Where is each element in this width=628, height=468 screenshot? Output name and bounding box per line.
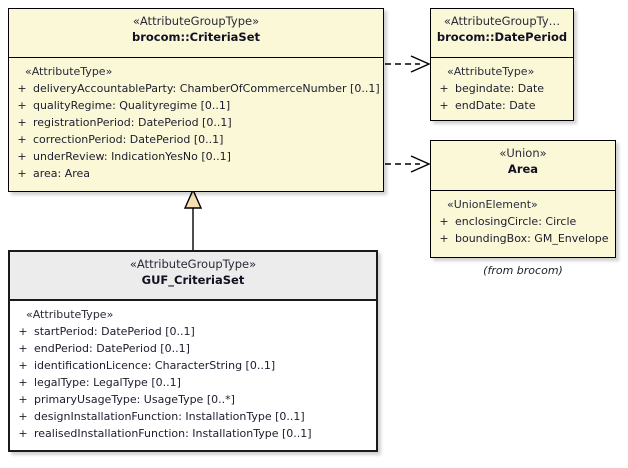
- class-attributes-date-period: «AttributeType» + begindate: Date + endD…: [431, 58, 573, 118]
- attribute-visibility: +: [439, 215, 449, 228]
- class-header-area-union: «Union» Area: [431, 141, 615, 191]
- attribute-signature: deliveryAccountableParty: ChamberOfComme…: [33, 82, 380, 95]
- class-name: brocom::DatePeriod: [436, 30, 568, 44]
- class-box-criteria-set[interactable]: «AttributeGroupType» brocom::CriteriaSet…: [8, 8, 384, 192]
- class-box-area-union[interactable]: «Union» Area «UnionElement» + enclosingC…: [430, 140, 616, 258]
- attribute-signature: registrationPeriod: DatePeriod [0..1]: [33, 116, 232, 129]
- attribute-visibility: +: [18, 393, 28, 406]
- attribute-signature: designInstallationFunction: Installation…: [34, 410, 305, 423]
- class-name: brocom::CriteriaSet: [131, 30, 260, 44]
- attribute-compartment-stereotype: «AttributeType»: [447, 65, 535, 78]
- attribute-signature: underReview: IndicationYesNo [0..1]: [33, 150, 231, 163]
- attribute-signature: correctionPeriod: DatePeriod [0..1]: [33, 133, 224, 146]
- class-attributes-criteria-set: «AttributeType» + deliveryAccountablePar…: [9, 58, 383, 186]
- attribute-visibility: +: [17, 133, 27, 146]
- dependency-criteriaset-to-area[interactable]: [385, 155, 431, 173]
- attribute-row[interactable]: + endDate: Date: [433, 97, 571, 114]
- attribute-row[interactable]: + registrationPeriod: DatePeriod [0..1]: [11, 114, 381, 131]
- class-box-date-period[interactable]: «AttributeGroupTy… brocom::DatePeriod «A…: [430, 8, 574, 121]
- attribute-visibility: +: [17, 82, 27, 95]
- attribute-signature: realisedInstallationFunction: Installati…: [34, 427, 312, 440]
- attribute-visibility: +: [439, 82, 449, 95]
- attribute-row[interactable]: + deliveryAccountableParty: ChamberOfCom…: [11, 80, 381, 97]
- attribute-visibility: +: [17, 116, 27, 129]
- attribute-visibility: +: [17, 150, 27, 163]
- attribute-signature: startPeriod: DatePeriod [0..1]: [34, 325, 195, 338]
- attribute-compartment-stereotype: «UnionElement»: [447, 198, 538, 211]
- class-box-guf-criteria-set[interactable]: «AttributeGroupType» GUF_CriteriaSet «At…: [8, 250, 378, 452]
- attribute-visibility: +: [18, 325, 28, 338]
- class-stereotype: «AttributeGroupTy…: [443, 14, 561, 28]
- attribute-visibility: +: [18, 359, 28, 372]
- attribute-visibility: +: [17, 99, 27, 112]
- attribute-row[interactable]: + underReview: IndicationYesNo [0..1]: [11, 148, 381, 165]
- from-brocom-caption: (from brocom): [483, 264, 563, 277]
- attribute-signature: endPeriod: DatePeriod [0..1]: [34, 342, 190, 355]
- generalization-gufcriteriaset-to-criteriaset[interactable]: [183, 188, 203, 250]
- attribute-signature: primaryUsageType: UsageType [0..*]: [34, 393, 235, 406]
- attribute-signature: boundingBox: GM_Envelope: [455, 232, 609, 245]
- attribute-visibility: +: [439, 99, 449, 112]
- attribute-signature: legalType: LegalType [0..1]: [34, 376, 181, 389]
- attribute-signature: enclosingCircle: Circle: [455, 215, 577, 228]
- attribute-visibility: +: [439, 232, 449, 245]
- attribute-row[interactable]: + endPeriod: DatePeriod [0..1]: [12, 340, 374, 357]
- class-attributes-guf-criteria-set: «AttributeType» + startPeriod: DatePerio…: [10, 301, 376, 446]
- attribute-signature: area: Area: [33, 167, 91, 180]
- class-stereotype: «Union»: [499, 146, 547, 160]
- attribute-row[interactable]: + identificationLicence: CharacterString…: [12, 357, 374, 374]
- attribute-row[interactable]: + designInstallationFunction: Installati…: [12, 408, 374, 425]
- class-stereotype: «AttributeGroupType»: [129, 257, 257, 271]
- attribute-row[interactable]: + enclosingCircle: Circle: [433, 213, 613, 230]
- attribute-row[interactable]: + area: Area: [11, 165, 381, 182]
- attribute-row[interactable]: + correctionPeriod: DatePeriod [0..1]: [11, 131, 381, 148]
- class-attributes-area-union: «UnionElement» + enclosingCircle: Circle…: [431, 191, 615, 251]
- attribute-visibility: +: [18, 410, 28, 423]
- attribute-visibility: +: [18, 376, 28, 389]
- attribute-row[interactable]: + legalType: LegalType [0..1]: [12, 374, 374, 391]
- attribute-visibility: +: [18, 342, 28, 355]
- attribute-compartment-stereotype: «AttributeType»: [25, 65, 113, 78]
- class-stereotype: «AttributeGroupType»: [132, 14, 260, 28]
- attribute-visibility: +: [17, 167, 27, 180]
- attribute-signature: endDate: Date: [455, 99, 536, 112]
- attribute-row[interactable]: + qualityRegime: Qualityregime [0..1]: [11, 97, 381, 114]
- attribute-signature: begindate: Date: [455, 82, 545, 95]
- attribute-row[interactable]: + begindate: Date: [433, 80, 571, 97]
- attribute-row[interactable]: + startPeriod: DatePeriod [0..1]: [12, 323, 374, 340]
- class-header-criteria-set: «AttributeGroupType» brocom::CriteriaSet: [9, 9, 383, 58]
- class-name: Area: [507, 162, 539, 176]
- attribute-row[interactable]: + boundingBox: GM_Envelope: [433, 230, 613, 247]
- attribute-row[interactable]: + realisedInstallationFunction: Installa…: [12, 425, 374, 442]
- class-name: GUF_CriteriaSet: [141, 273, 245, 287]
- class-header-date-period: «AttributeGroupTy… brocom::DatePeriod: [431, 9, 573, 58]
- attribute-visibility: +: [18, 427, 28, 440]
- attribute-row[interactable]: + primaryUsageType: UsageType [0..*]: [12, 391, 374, 408]
- dependency-criteriaset-to-dateperiod[interactable]: [385, 55, 431, 73]
- attribute-signature: qualityRegime: Qualityregime [0..1]: [33, 99, 231, 112]
- attribute-compartment-stereotype: «AttributeType»: [26, 308, 114, 321]
- class-header-guf-criteria-set: «AttributeGroupType» GUF_CriteriaSet: [10, 252, 376, 301]
- attribute-signature: identificationLicence: CharacterString […: [34, 359, 276, 372]
